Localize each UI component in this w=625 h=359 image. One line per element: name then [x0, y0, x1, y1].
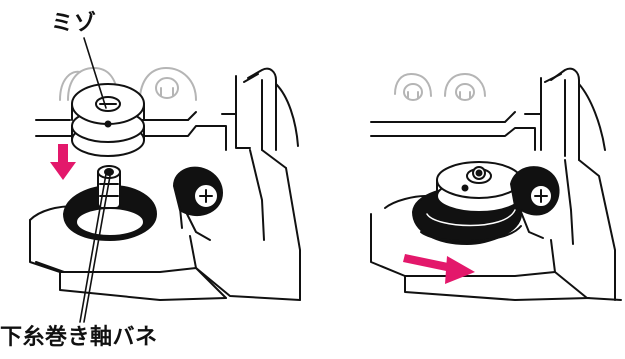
- diagonal-arrow: [403, 254, 475, 284]
- leader-line-bottom: [79, 173, 107, 323]
- leader-line-top: [83, 37, 107, 109]
- label-bobbin-winder-spring: 下糸巻き軸バネ: [0, 325, 158, 350]
- label-groove: ミゾ: [51, 11, 98, 36]
- right-panel-illustration: [370, 67, 622, 301]
- tension-dial: [173, 166, 223, 241]
- installed-bobbin: [412, 161, 522, 245]
- down-arrow: [50, 144, 76, 180]
- left-panel-illustration: [29, 37, 301, 323]
- bobbin: [71, 83, 145, 157]
